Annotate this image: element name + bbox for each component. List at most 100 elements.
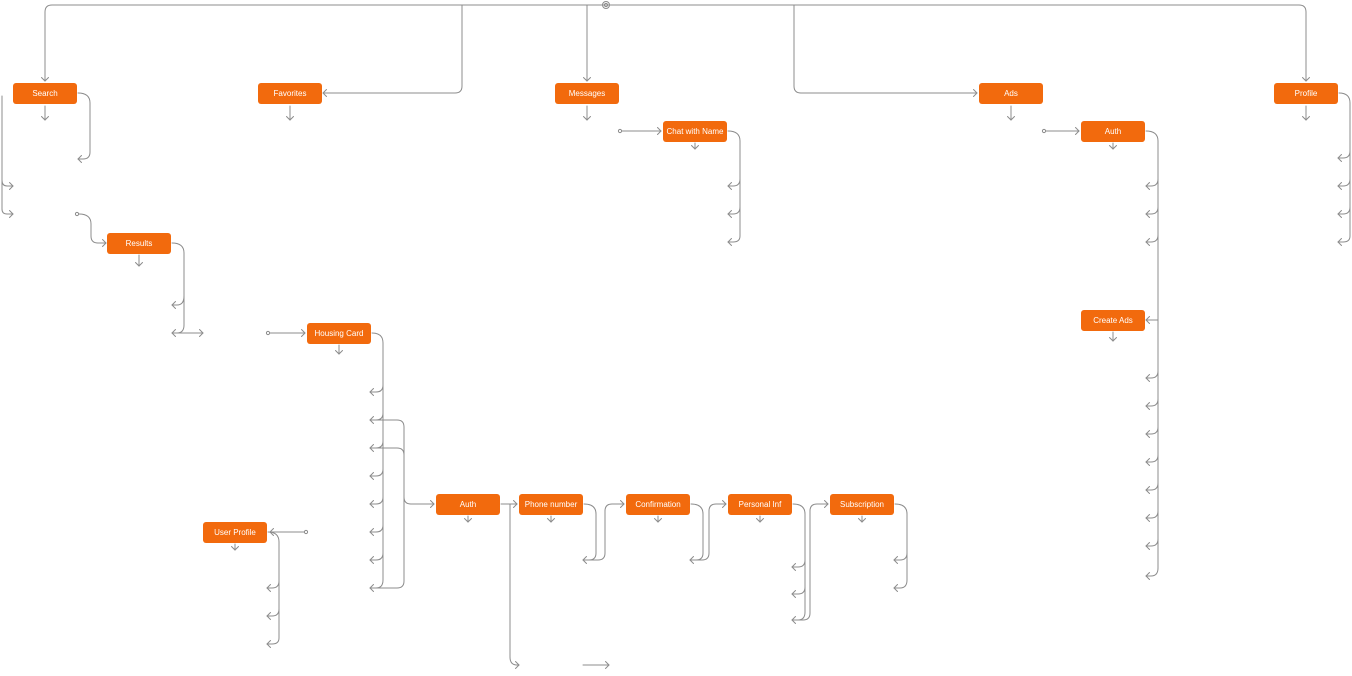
arrowhead-1 (41, 77, 49, 82)
arrowhead-96 (791, 563, 796, 571)
connector-152 (1337, 92, 1351, 243)
arrowhead-32 (464, 518, 472, 523)
node-create-ads[interactable]: Create Ads (1081, 310, 1145, 331)
connector-dot-49 (74, 211, 80, 217)
connector-70 (369, 496, 384, 505)
connector-dot-107 (303, 529, 309, 535)
node-ads[interactable]: Ads (979, 83, 1043, 104)
connector-62 (369, 384, 384, 393)
arrowhead-24 (1109, 145, 1117, 150)
connector-66 (369, 440, 384, 449)
arrowhead-80 (430, 500, 435, 508)
node-personal-inf[interactable]: Personal Inf (728, 494, 792, 515)
arrowhead-18 (1007, 116, 1015, 121)
node-chat-with-name[interactable]: Chat with Name (663, 121, 727, 142)
connector-95 (791, 559, 806, 568)
arrowhead-28 (335, 350, 343, 355)
arrowhead-129 (1145, 572, 1150, 580)
node-subscription[interactable]: Subscription (830, 494, 894, 515)
arrowhead-106 (605, 661, 610, 669)
arrowhead-4 (322, 89, 327, 97)
arrowhead-151 (1145, 542, 1150, 550)
connector-dot-58 (265, 330, 271, 336)
arrowhead-38 (756, 518, 764, 523)
node-housing-card[interactable]: Housing Card (307, 323, 371, 344)
arrowhead-124 (727, 210, 732, 218)
arrowhead-139 (1145, 374, 1150, 382)
connector-61 (369, 332, 384, 589)
arrowhead-147 (1145, 486, 1150, 494)
arrowhead-118 (657, 127, 662, 135)
connector-110 (266, 531, 280, 645)
arrowhead-12 (41, 116, 49, 121)
node-housing-card-label: Housing Card (314, 329, 364, 338)
arrowhead-113 (266, 584, 271, 592)
node-favorites[interactable]: Favorites (258, 83, 322, 104)
node-profile-label: Profile (1294, 89, 1318, 98)
arrowhead-157 (1337, 182, 1342, 190)
node-user-profile-label: User Profile (214, 528, 256, 537)
connector-112 (266, 580, 280, 589)
arrowhead-44 (9, 210, 14, 218)
arrowhead-131 (1145, 182, 1150, 190)
node-search-label: Search (32, 89, 58, 98)
arrowhead-120 (727, 238, 732, 246)
connector-45 (1, 179, 14, 187)
arrowhead-159 (1337, 210, 1342, 218)
node-ads-label: Ads (1004, 89, 1018, 98)
arrowhead-55 (171, 301, 176, 309)
connector-138 (1145, 370, 1159, 379)
connector-93 (791, 503, 806, 621)
node-personal-inf-label: Personal Inf (738, 500, 782, 509)
connector-99 (791, 503, 829, 621)
arrowhead-2 (1302, 77, 1310, 82)
node-confirmation[interactable]: Confirmation (626, 494, 690, 515)
arrowhead-92 (722, 500, 727, 508)
arrowhead-155 (1337, 154, 1342, 162)
connector-114 (266, 608, 280, 617)
connector-0 (44, 4, 1307, 81)
connector-128 (1145, 130, 1159, 577)
node-user-profile[interactable]: User Profile (203, 522, 267, 543)
node-subscription-label: Subscription (839, 500, 885, 509)
connector-146 (1145, 482, 1159, 491)
connector-78 (369, 447, 405, 505)
node-auth-housing-label: Auth (459, 500, 477, 509)
connector-121 (727, 178, 741, 187)
node-profile[interactable]: Profile (1274, 83, 1338, 104)
arrowhead-100 (824, 500, 829, 508)
connector-154 (1337, 150, 1351, 159)
arrowhead-104 (893, 556, 898, 564)
node-phone-number[interactable]: Phone number (519, 494, 583, 515)
connector-52 (171, 242, 185, 334)
connector-7 (793, 4, 977, 94)
connector-142 (1145, 426, 1159, 435)
node-create-ads-label: Create Ads (1093, 316, 1133, 325)
connector-87 (582, 503, 625, 561)
connector-134 (1145, 234, 1159, 243)
arrowhead-84 (515, 661, 520, 669)
connector-50 (78, 213, 107, 244)
connector-74 (369, 552, 384, 561)
connector-77 (369, 419, 435, 505)
arrowhead-69 (369, 472, 374, 480)
node-messages[interactable]: Messages (555, 83, 619, 104)
connector-85 (582, 503, 597, 561)
arrowhead-20 (1302, 116, 1310, 121)
arrowhead-26 (135, 262, 143, 267)
arrowhead-145 (1145, 458, 1150, 466)
connector-140 (1145, 398, 1159, 407)
arrowhead-115 (266, 612, 271, 620)
arrowhead-14 (286, 116, 294, 121)
node-results[interactable]: Results (107, 233, 171, 254)
connector-148 (1145, 510, 1159, 519)
node-search[interactable]: Search (13, 83, 77, 104)
node-auth-housing[interactable]: Auth (436, 494, 500, 515)
arrowhead-143 (1145, 430, 1150, 438)
node-chat-with-name-label: Chat with Name (666, 127, 724, 136)
node-auth-ads[interactable]: Auth (1081, 121, 1145, 142)
connector-dot-116 (617, 128, 623, 134)
connector-101 (893, 503, 908, 589)
